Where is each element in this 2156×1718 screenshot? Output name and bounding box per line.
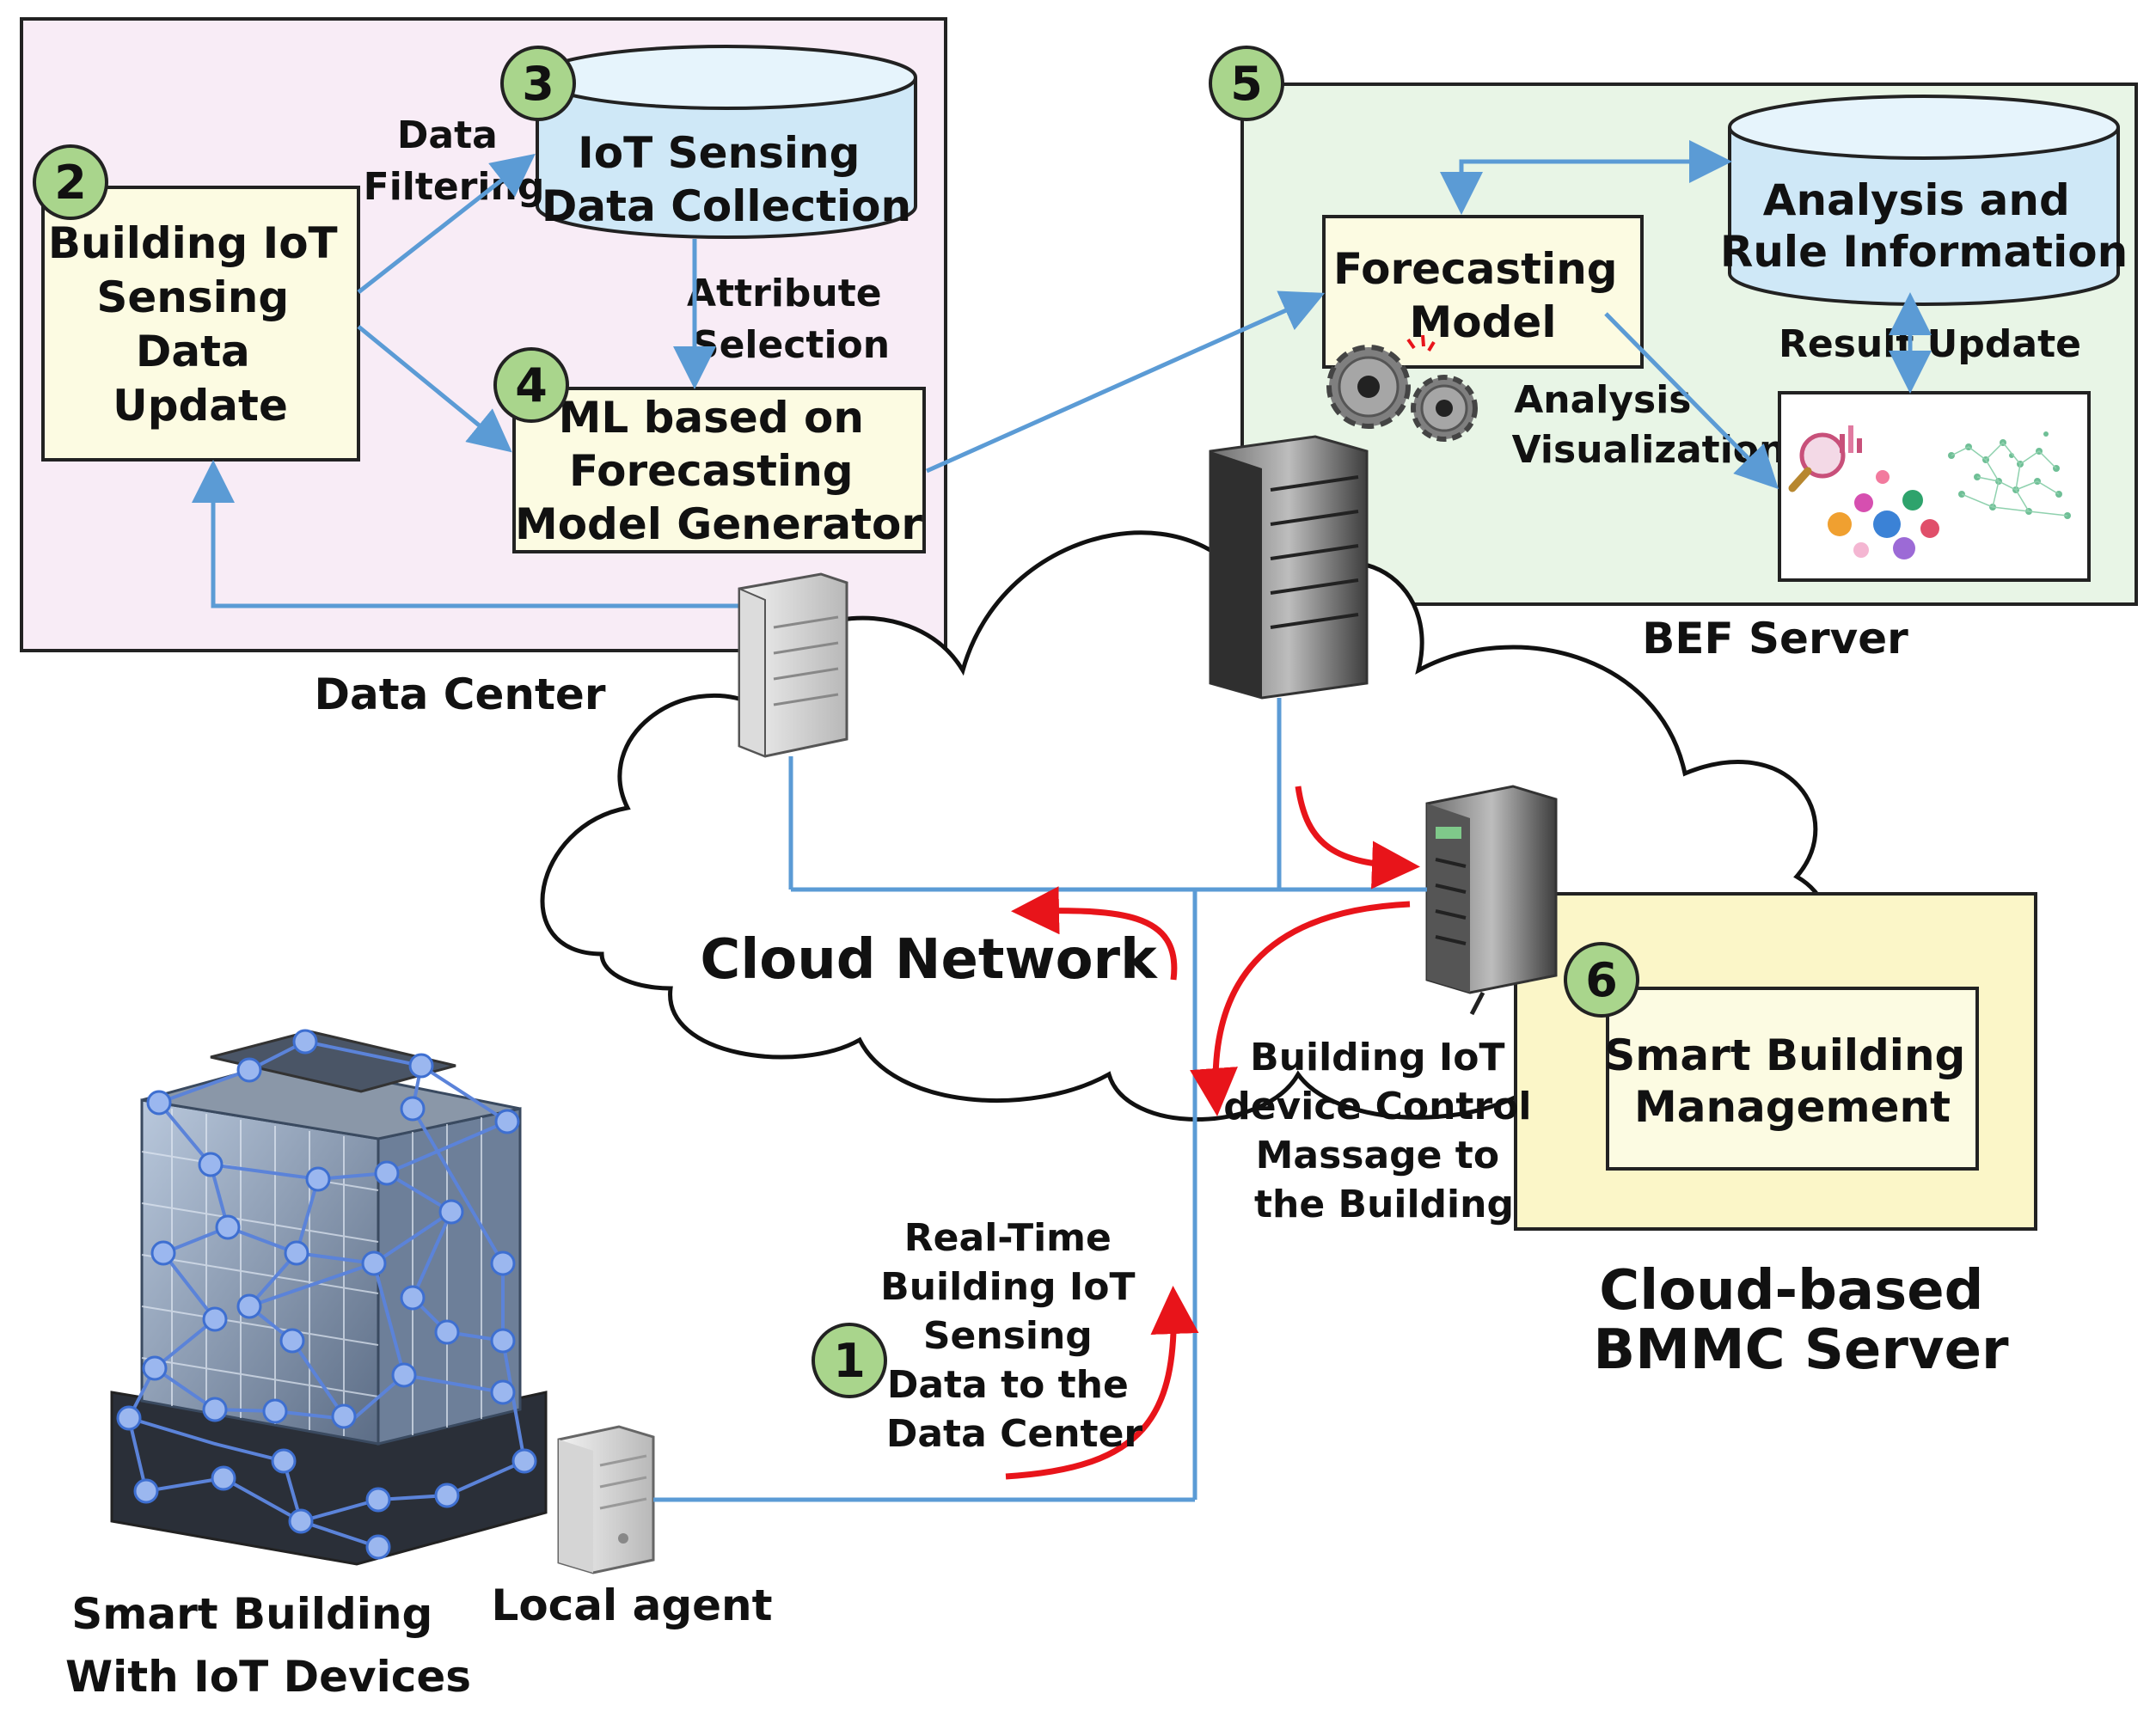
forecasting-model-line: Forecasting bbox=[1333, 244, 1618, 294]
network-lines bbox=[653, 698, 1427, 1502]
realtime-data-label: Real-Time Building IoT Sensing Data to t… bbox=[880, 1216, 1148, 1456]
bmmc-server-icon bbox=[1425, 785, 1558, 1016]
svg-text:Analysis and Rule Inform: Analysis and Rule Information bbox=[1720, 175, 2128, 277]
network-scatter-icon bbox=[1948, 431, 2071, 519]
update-box-line: Update bbox=[113, 381, 288, 431]
arrow-to-ml bbox=[357, 325, 512, 453]
svg-text:ML based on Forecasting: ML based on Forecasting Model Generator bbox=[515, 393, 922, 549]
collection-db-line: IoT Sensing bbox=[578, 128, 860, 178]
update-box: Building IoT Sensing Data Update bbox=[41, 186, 360, 462]
data-center-server-icon bbox=[738, 572, 848, 758]
svg-text:5: 5 bbox=[1230, 57, 1263, 111]
bef-arrows bbox=[925, 140, 1932, 490]
ml-generator-box: ML based on Forecasting Model Generator bbox=[512, 387, 926, 553]
step-badge-6: 6 bbox=[1564, 942, 1639, 1018]
result-update-label: Result Update bbox=[1779, 322, 2081, 366]
svg-text:Smart Building Managemen: Smart Building Management bbox=[1604, 1030, 1981, 1132]
arrow-realtime-up bbox=[1005, 1286, 1199, 1480]
analysis-database: Analysis and Rule Information bbox=[1720, 95, 2128, 306]
svg-text:IoT Sensing Data Collect: IoT Sensing Data Collection bbox=[542, 128, 911, 231]
arrow-to-visualization bbox=[1604, 312, 1779, 490]
data-center-label: Data Center bbox=[315, 669, 606, 719]
bef-server-label: BEF Server bbox=[1642, 614, 1908, 663]
step-badge-2: 2 bbox=[33, 144, 108, 220]
step-badge-5: 5 bbox=[1209, 46, 1284, 121]
control-message-label: Building IoT device Control Massage to t… bbox=[1223, 1036, 1545, 1226]
update-box-line: Building IoT bbox=[48, 218, 338, 268]
bmmc-label: Cloud-based BMMC Server bbox=[1593, 1259, 2009, 1382]
arrow-feedback-update bbox=[192, 460, 791, 608]
smart-building-icon bbox=[110, 1029, 548, 1566]
attribute-selection-label: Attribute Selection bbox=[687, 272, 895, 367]
local-agent-label: Local agent bbox=[491, 1580, 772, 1630]
step-badge-4: 4 bbox=[493, 347, 569, 423]
bubble-cluster-icon bbox=[1828, 470, 1939, 559]
visualization-panel bbox=[1778, 391, 2091, 582]
update-box-line: Data bbox=[136, 327, 250, 376]
smart-building-management-line: Smart Building bbox=[1604, 1030, 1965, 1080]
step-badge-1: 1 bbox=[812, 1323, 887, 1398]
red-arrows bbox=[1005, 786, 1420, 1480]
cloud-network-label: Cloud Network bbox=[700, 928, 1158, 992]
collection-db-line: Data Collection bbox=[542, 181, 911, 231]
update-box-line: Sensing bbox=[96, 272, 289, 322]
analysis-visualization-label: Analysis Visualization bbox=[1512, 378, 1786, 472]
analysis-db-line: Rule Information bbox=[1720, 227, 2128, 277]
arrow-ml-to-forecasting bbox=[925, 290, 1326, 474]
svg-text:Building IoT Sensing: Building IoT Sensing Data Update bbox=[48, 218, 352, 431]
step-badge-3: 3 bbox=[500, 46, 576, 121]
smart-building-label: Smart Building With IoT Devices bbox=[65, 1589, 471, 1702]
svg-text:Forecasting Model: Forecasting Model bbox=[1333, 244, 1632, 347]
local-agent-server-icon bbox=[557, 1425, 655, 1574]
arrow-to-collection bbox=[357, 153, 536, 294]
forecasting-model-line: Model bbox=[1410, 297, 1557, 347]
ml-box-line: ML based on bbox=[559, 393, 864, 443]
forecasting-model-box: Forecasting Model bbox=[1322, 215, 1644, 369]
svg-text:3: 3 bbox=[522, 57, 554, 111]
arrow-to-bmmc bbox=[1295, 786, 1420, 890]
bef-server-icon bbox=[1209, 435, 1369, 700]
collection-database: IoT Sensing Data Collection bbox=[536, 45, 917, 239]
svg-text:2: 2 bbox=[54, 156, 87, 210]
ml-box-line: Model Generator bbox=[515, 499, 922, 549]
analysis-db-line: Analysis and bbox=[1763, 175, 2070, 225]
svg-text:4: 4 bbox=[515, 358, 548, 413]
data-center-arrows bbox=[192, 153, 791, 608]
ml-box-line: Forecasting bbox=[569, 446, 854, 496]
arrow-control-to-building bbox=[1190, 901, 1411, 1116]
magnifier-icon bbox=[1788, 425, 1862, 492]
gears-icon bbox=[1326, 334, 1478, 442]
svg-text:6: 6 bbox=[1585, 953, 1618, 1007]
smart-building-management-line: Management bbox=[1634, 1082, 1951, 1132]
arrow-to-cloud bbox=[1011, 886, 1178, 981]
svg-text:1: 1 bbox=[833, 1334, 866, 1388]
